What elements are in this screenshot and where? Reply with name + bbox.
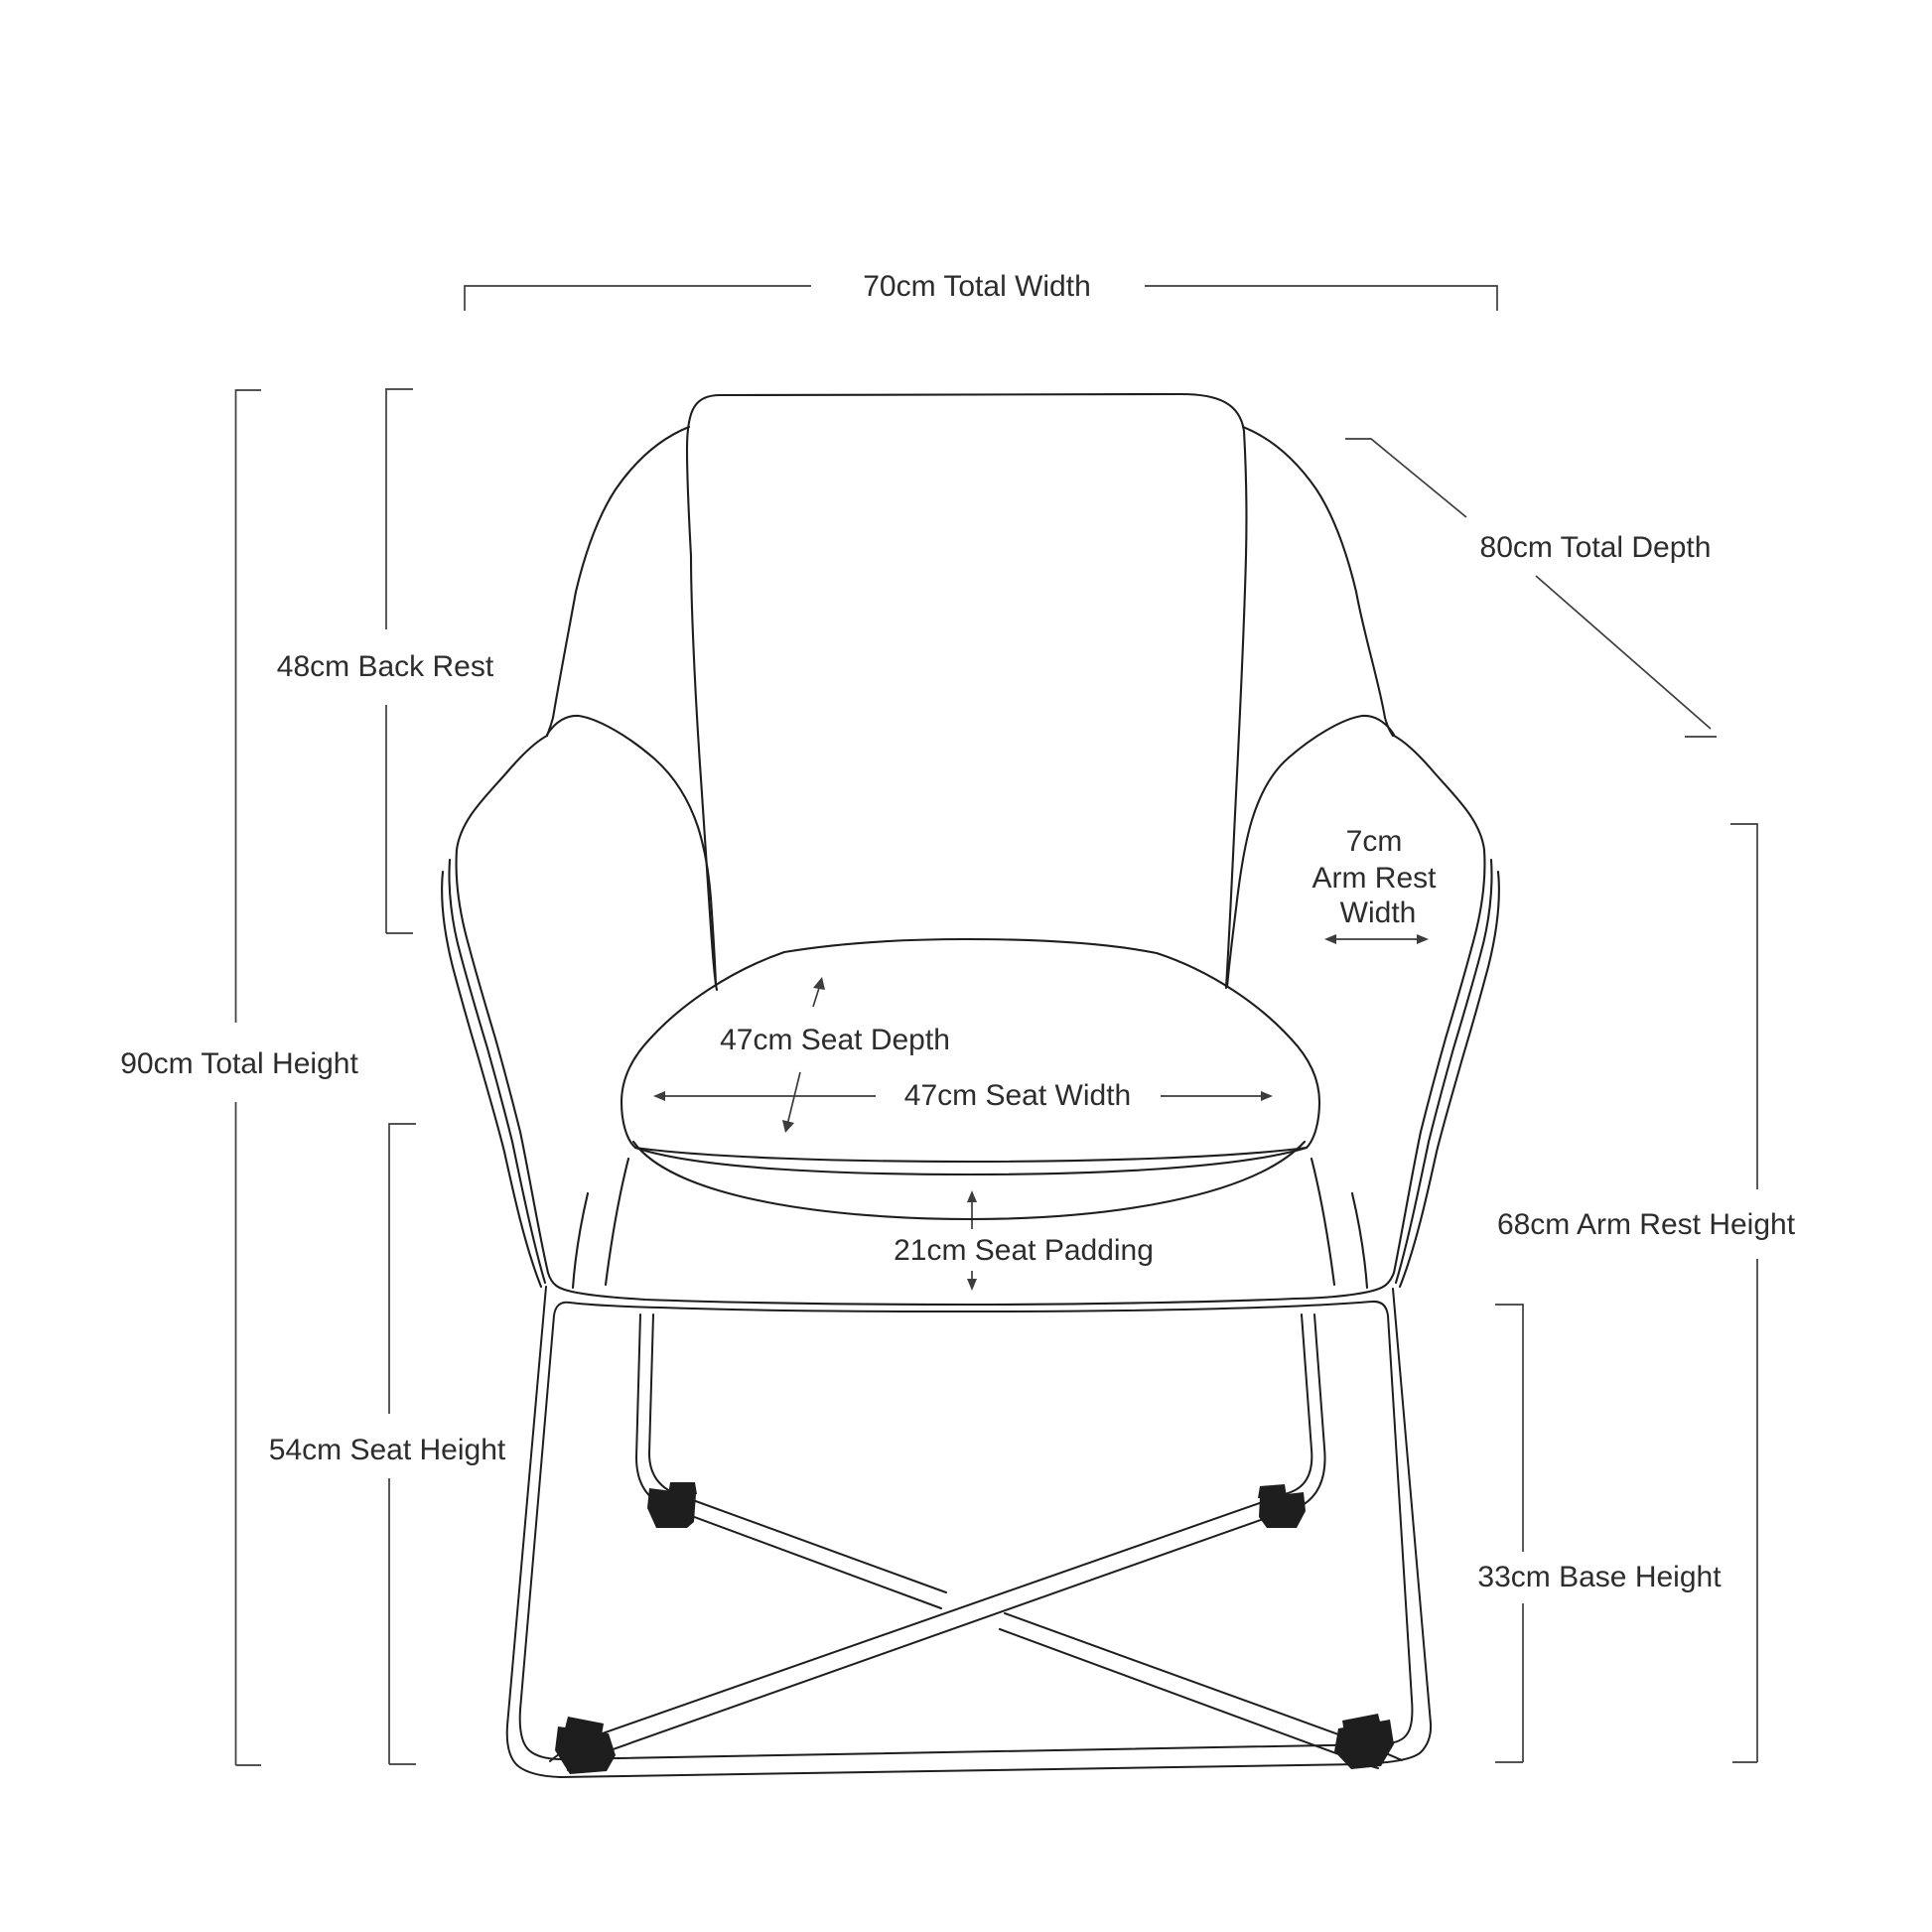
svg-text:54cm Seat Height: 54cm Seat Height [269, 1434, 506, 1466]
svg-text:68cm Arm Rest Height: 68cm Arm Rest Height [1497, 1208, 1796, 1241]
svg-text:48cm Back Rest: 48cm Back Rest [277, 650, 494, 683]
svg-text:Width: Width [1340, 897, 1417, 929]
svg-text:70cm Total Width: 70cm Total Width [863, 270, 1091, 303]
svg-text:47cm Seat Width: 47cm Seat Width [904, 1079, 1131, 1112]
svg-text:7cm: 7cm [1346, 825, 1403, 858]
svg-text:Arm Rest: Arm Rest [1311, 862, 1437, 895]
svg-text:21cm Seat Padding: 21cm Seat Padding [894, 1234, 1154, 1267]
svg-text:80cm Total Depth: 80cm Total Depth [1480, 531, 1712, 564]
svg-text:90cm Total Height: 90cm Total Height [120, 1047, 358, 1080]
svg-text:33cm Base Height: 33cm Base Height [1477, 1561, 1722, 1593]
svg-text:47cm Seat Depth: 47cm Seat Depth [720, 1024, 950, 1056]
